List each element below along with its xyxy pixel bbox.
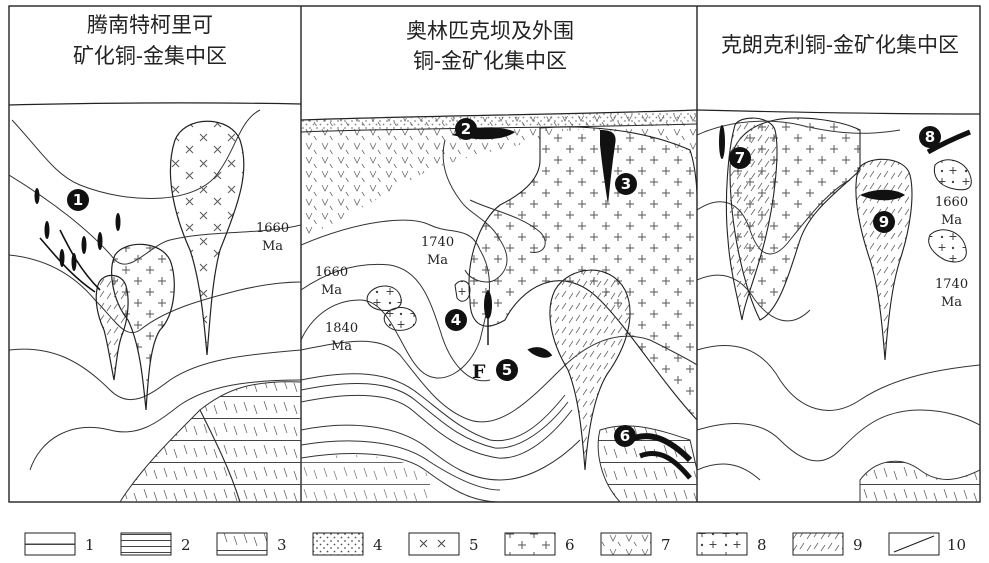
age-label: 1660 bbox=[256, 221, 289, 236]
age-label: 1660 bbox=[935, 195, 968, 210]
legend-label: 10 bbox=[947, 536, 966, 554]
legend-item-8: 8 bbox=[696, 532, 767, 556]
deposit-marker: 9 bbox=[873, 211, 895, 233]
age-unit: Ma bbox=[321, 283, 342, 298]
deposit-marker: 7 bbox=[729, 147, 751, 169]
deposit-number: 9 bbox=[879, 213, 889, 231]
age-label: 1660 bbox=[315, 265, 348, 280]
district-3-title: 克朗克利铜-金矿化集中区 bbox=[721, 33, 959, 57]
panel-tennant-creek bbox=[9, 102, 301, 502]
age-label: 1740 bbox=[935, 277, 968, 292]
legend-label: 5 bbox=[469, 536, 479, 554]
legend-item-6: 6 bbox=[504, 532, 575, 556]
deposit-number: 1 bbox=[73, 191, 83, 209]
age-label: 1840 bbox=[325, 321, 358, 336]
deposit-marker: 8 bbox=[919, 126, 941, 148]
age-unit: Ma bbox=[262, 239, 283, 254]
legend-item-4: 4 bbox=[312, 532, 383, 556]
legend-item-7: 7 bbox=[600, 532, 671, 556]
deposit-number: 3 bbox=[621, 175, 631, 193]
legend-label: 1 bbox=[85, 536, 95, 554]
legend-label: 2 bbox=[181, 536, 191, 554]
legend-item-5: 5 bbox=[408, 532, 479, 556]
deposit-number: 5 bbox=[502, 361, 512, 379]
deposit-number: 2 bbox=[461, 120, 471, 138]
district-2-title-line1: 奥林匹克坝及外围 bbox=[406, 19, 574, 43]
legend-label: 7 bbox=[661, 536, 671, 554]
legend: 1 2 3 4 5 6 7 8 bbox=[24, 532, 966, 556]
age-unit: Ma bbox=[427, 253, 448, 268]
legend-label: 4 bbox=[373, 536, 383, 554]
deposit-marker: 1 bbox=[67, 189, 89, 211]
panel-olympic-dam bbox=[301, 109, 697, 502]
legend-label: 6 bbox=[565, 536, 575, 554]
legend-item-3: 3 bbox=[216, 532, 287, 556]
deposit-number: 7 bbox=[735, 149, 745, 167]
legend-label: 9 bbox=[853, 536, 863, 554]
deposit-marker: 2 bbox=[455, 118, 477, 140]
deposit-marker: 6 bbox=[614, 425, 636, 447]
age-unit: Ma bbox=[941, 295, 962, 310]
legend-item-9: 9 bbox=[792, 532, 863, 556]
district-1-title-line1: 腾南特柯里可 bbox=[87, 13, 213, 37]
legend-item-1: 1 bbox=[24, 532, 95, 556]
deposit-marker: 3 bbox=[615, 173, 637, 195]
deposit-marker: 5 bbox=[496, 359, 518, 381]
deposit-number: 6 bbox=[620, 427, 630, 445]
legend-item-2: 2 bbox=[120, 532, 191, 556]
deposit-marker: 4 bbox=[445, 309, 467, 331]
district-2-title-line2: 铜-金矿化集中区 bbox=[413, 49, 567, 73]
deposit-number: 8 bbox=[925, 128, 935, 146]
deposit-number: 4 bbox=[451, 311, 461, 329]
district-1-title-line2: 矿化铜-金集中区 bbox=[73, 44, 227, 68]
legend-label: 8 bbox=[757, 536, 767, 554]
age-unit: Ma bbox=[331, 339, 352, 354]
age-label: 1740 bbox=[421, 235, 454, 250]
legend-label: 3 bbox=[277, 536, 287, 554]
age-unit: Ma bbox=[941, 213, 962, 228]
fault-label: F bbox=[472, 361, 486, 383]
legend-item-10: 10 bbox=[888, 532, 966, 556]
